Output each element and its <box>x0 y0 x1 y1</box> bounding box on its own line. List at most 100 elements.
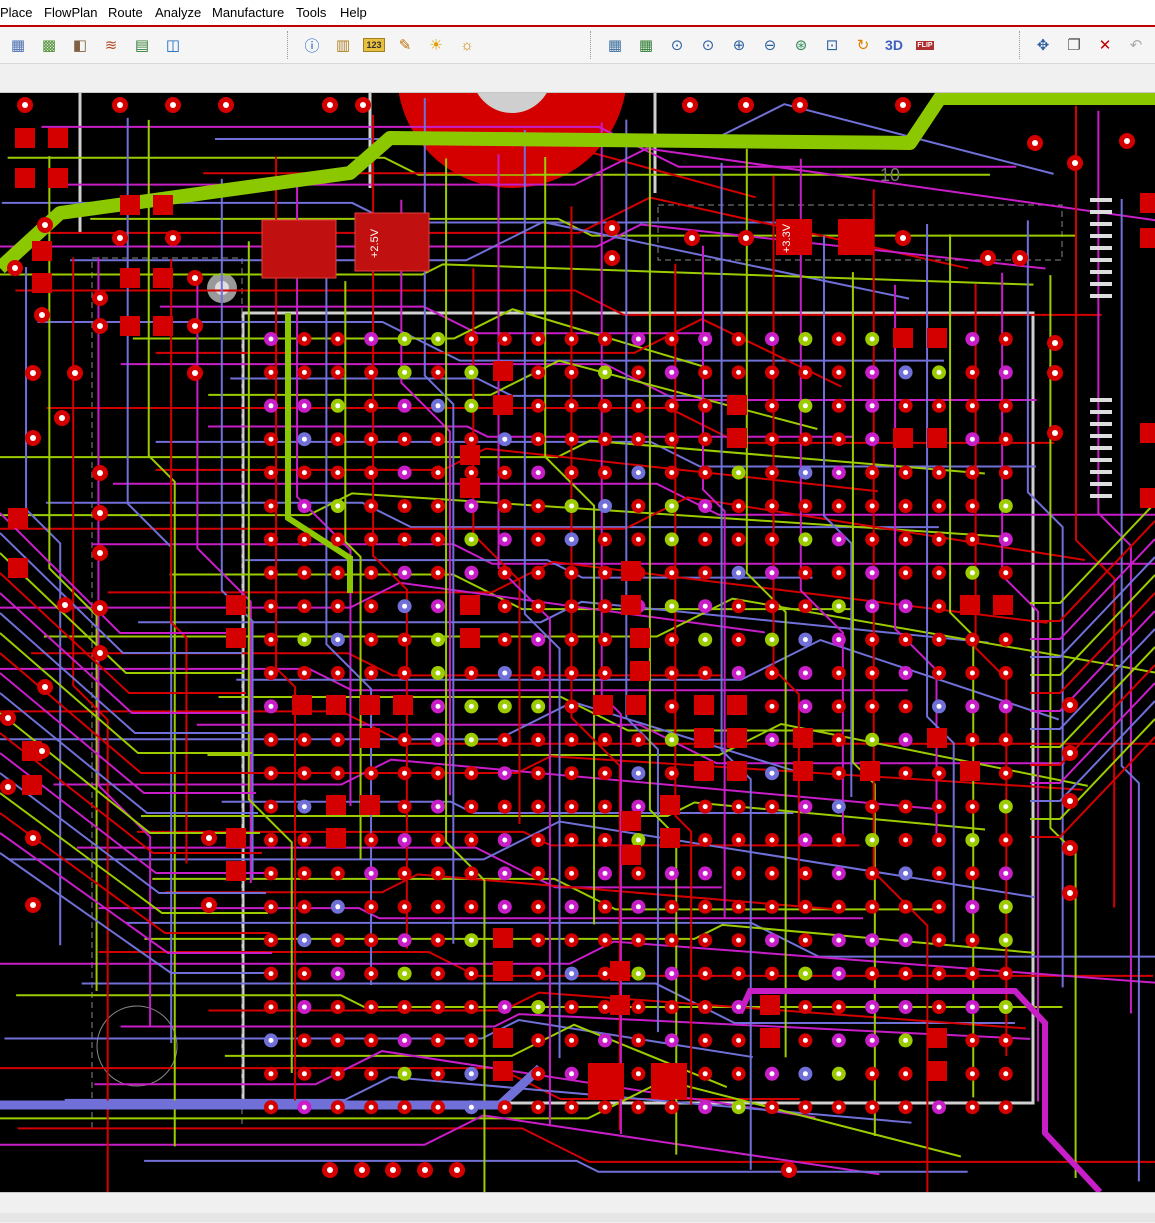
bga-via-hole <box>669 737 675 743</box>
menu-place[interactable]: Place <box>0 5 33 20</box>
through-hole-drill <box>786 1167 792 1173</box>
bga-via-hole <box>702 904 708 910</box>
bga-via-hole <box>836 603 842 609</box>
bga-via-hole <box>635 804 641 810</box>
power-trace <box>285 313 353 593</box>
board-icon[interactable]: ◫ <box>165 37 181 54</box>
view-3d-icon[interactable]: 3D <box>882 33 906 57</box>
through-hole-drill <box>1067 702 1073 708</box>
highlight-sun-icon[interactable]: ☀ <box>429 37 443 54</box>
bga-via-hole <box>335 403 341 409</box>
bga-via-hole <box>335 470 341 476</box>
through-hole-drill <box>72 370 78 376</box>
zoom-prev-grid-icon[interactable]: ▦ <box>607 37 623 54</box>
bga-via-hole <box>335 937 341 943</box>
trace <box>208 991 1026 1030</box>
menu-help[interactable]: Help <box>340 5 367 20</box>
bga-via-hole <box>903 1037 909 1043</box>
horizontal-scrollbar[interactable] <box>0 1213 1155 1222</box>
zoom-grid-icon[interactable]: ▦ <box>638 37 654 54</box>
trace <box>1030 610 1155 712</box>
bga-via-hole <box>402 904 408 910</box>
menu-manufacture[interactable]: Manufacture <box>212 5 285 20</box>
stackup-icon[interactable]: ≋ <box>104 37 118 54</box>
bga-via-hole <box>769 837 775 843</box>
trace <box>0 592 248 714</box>
bga-via-hole <box>468 336 474 342</box>
dehighlight-icon[interactable]: ☼ <box>460 36 474 54</box>
through-hole-drill <box>1017 255 1023 261</box>
bga-via-hole <box>301 536 307 542</box>
menu-route[interactable]: Route <box>108 5 143 20</box>
bga-via-hole <box>368 503 374 509</box>
bga-via-hole <box>368 603 374 609</box>
through-hole-drill <box>42 684 48 690</box>
trace <box>1097 110 1132 1014</box>
trace <box>141 801 986 831</box>
smd-pad <box>993 595 1013 615</box>
bga-via-hole <box>936 570 942 576</box>
connector-pin <box>1090 210 1112 214</box>
smd-pad <box>960 761 980 781</box>
bga-via-hole <box>602 770 608 776</box>
properties-icon[interactable]: ▥ <box>335 37 351 54</box>
through-hole-drill <box>1052 340 1058 346</box>
menu-flowplan[interactable]: FlowPlan <box>44 5 98 20</box>
bga-via-hole <box>903 770 909 776</box>
delete-icon[interactable]: ✕ <box>1098 37 1112 54</box>
bga-via-hole <box>702 536 708 542</box>
bga-via-hole <box>736 637 742 643</box>
info-icon[interactable]: ⓘ <box>304 37 320 55</box>
color-layers-icon[interactable]: ▩ <box>41 37 57 54</box>
undo-icon[interactable]: ↶ <box>1129 37 1143 54</box>
zoom-selection-icon[interactable]: ⊡ <box>825 37 839 54</box>
zoom-world-icon[interactable]: ⊛ <box>794 37 808 54</box>
bga-via-hole <box>903 737 909 743</box>
zoom-in-icon[interactable]: ⊕ <box>732 37 746 54</box>
power-trace <box>737 988 1103 1192</box>
trace <box>1049 275 1077 1178</box>
move-icon[interactable]: ✥ <box>1036 37 1050 54</box>
menu-tools[interactable]: Tools <box>296 5 327 20</box>
bga-via-hole <box>869 670 875 676</box>
bga-via-hole <box>903 870 909 876</box>
refresh-icon[interactable]: ↻ <box>856 37 870 54</box>
paint-brush-icon[interactable]: ✎ <box>398 37 412 54</box>
measure-123-icon[interactable]: 123 <box>362 33 386 57</box>
bga-via-hole <box>468 703 474 709</box>
bga-via-hole <box>836 971 842 977</box>
through-hole-drill <box>609 225 615 231</box>
bga-via-hole <box>802 470 808 476</box>
bga-via-hole <box>602 336 608 342</box>
bga-via-hole <box>535 1004 541 1010</box>
bga-via-hole <box>869 703 875 709</box>
bga-via-hole <box>301 637 307 643</box>
bga-via-hole <box>936 1004 942 1010</box>
bga-via-hole <box>736 870 742 876</box>
zoom-window-icon[interactable]: ⊙ <box>701 37 715 54</box>
smd-pad <box>48 168 68 188</box>
bga-via-hole <box>903 1104 909 1110</box>
trace <box>1030 736 1155 838</box>
menu-analyze[interactable]: Analyze <box>155 5 202 20</box>
bga-via-hole <box>802 570 808 576</box>
toolbar: ▦ ▩ ◧ ≋ ▤ ◫ ⓘ ▥ 123 ✎ ☀ ☼ ▦ ▦ ⊙ ⊙ ⊕ ⊖ ⊛ ⊡ ↻ 3D FLIP ✥ ❐ ✕ ↶ <box>0 27 1155 64</box>
zoom-fit-icon[interactable]: ⊙ <box>670 37 684 54</box>
bga-via-hole <box>468 670 474 676</box>
bga-via-hole <box>702 670 708 676</box>
layer-visibility-icon[interactable]: ◧ <box>72 37 88 54</box>
trace <box>16 994 1063 1008</box>
bga-via-hole <box>468 870 474 876</box>
flip-icon[interactable]: FLIP <box>913 33 937 57</box>
trace <box>772 175 800 907</box>
ecm-icon[interactable]: ▤ <box>134 37 150 54</box>
zoom-out-icon[interactable]: ⊖ <box>763 37 777 54</box>
bga-via-hole <box>969 804 975 810</box>
bga-via-hole <box>635 1104 641 1110</box>
copy-icon[interactable]: ❐ <box>1067 37 1081 54</box>
bga-via-hole <box>635 336 641 342</box>
grid-icon[interactable]: ▦ <box>10 37 26 54</box>
bga-via-hole <box>702 603 708 609</box>
